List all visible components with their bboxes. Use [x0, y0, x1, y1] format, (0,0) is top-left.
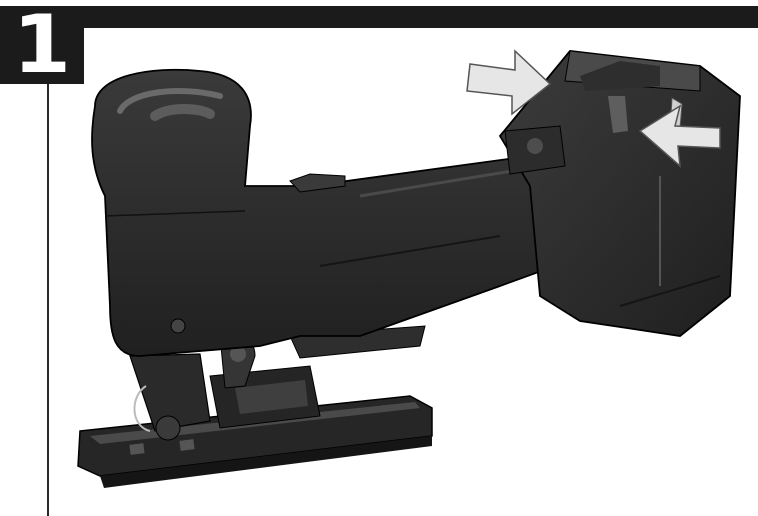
- header-bar: [54, 6, 758, 28]
- release-arrow-left: [466, 49, 552, 116]
- release-arrow-right: [638, 104, 721, 168]
- step-number: 1: [12, 0, 72, 91]
- step-number-badge: 1: [0, 0, 84, 91]
- jigsaw-illustration: [77, 49, 741, 488]
- battery-pack: [498, 50, 741, 337]
- left-rule: [47, 84, 49, 516]
- motor-housing: [91, 68, 556, 357]
- blade-guide: [129, 353, 321, 441]
